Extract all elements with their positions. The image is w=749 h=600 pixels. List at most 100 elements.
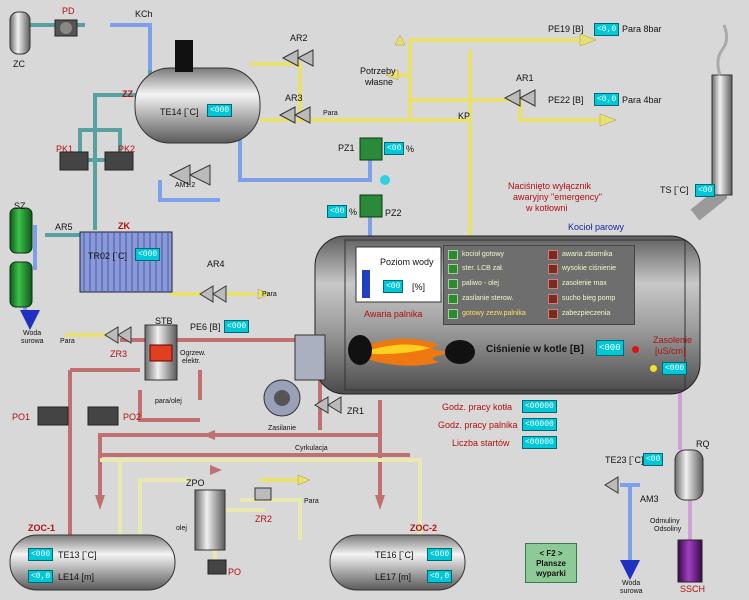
label-ar2: AR2	[290, 33, 308, 43]
label-te13: TE13 [`C]	[58, 550, 97, 560]
led-gotowy-zezw	[448, 309, 458, 319]
label-zasilanie: Zasilanie	[268, 425, 297, 432]
label-ssch: SSCH	[680, 584, 706, 594]
label-poziom: Poziom wody	[380, 257, 434, 267]
label-woda2b: surowa	[620, 588, 643, 595]
ind-l4: gotowy zezw.palnika	[462, 310, 526, 317]
ind-r2: zasolenie max	[562, 280, 607, 287]
value-pe6: <000	[224, 320, 250, 333]
label-godz-kotla: Godz. pracy kotła	[442, 402, 513, 412]
value-le14: <0,0	[28, 570, 54, 583]
ind-l1: ster. LCB zał.	[462, 265, 504, 272]
led-zabezpieczenia	[548, 309, 558, 319]
label-potrzeby: Potrzeby	[360, 66, 396, 76]
label-awaria: Awaria palnika	[364, 309, 423, 319]
emergency-line1: Naciśnięto wyłącznik	[508, 181, 592, 191]
label-ar3: AR3	[285, 93, 303, 103]
led-zasolenie-max	[548, 279, 558, 289]
ind-l2: paliwo - olej	[462, 280, 499, 287]
label-le14: LE14 [m]	[58, 572, 95, 582]
label-ar5: AR5	[55, 222, 73, 232]
label-para-stb: Para	[60, 338, 75, 345]
label-ar4: AR4	[207, 259, 225, 269]
pressure-alarm-indicator	[632, 346, 639, 353]
label-sz: SZ	[14, 201, 26, 211]
value-tr02: <000	[135, 248, 161, 261]
value-te16: <000	[427, 548, 453, 561]
label-wlasne: własne	[365, 77, 394, 87]
label-zoc1: ZOC-1	[28, 523, 55, 533]
label-para8: Para 8bar	[622, 24, 662, 34]
ind-r1: wysokie ciśnienie	[562, 265, 617, 272]
button-line1: < F2 >	[539, 549, 563, 558]
label-rq: RQ	[696, 439, 710, 449]
label-zasolenie: Zasolenie	[653, 335, 693, 345]
label-kch: KCh	[135, 9, 153, 19]
label-pz1-unit: %	[406, 144, 415, 154]
label-cisnienie: Ciśnienie w kotle [B]	[486, 344, 584, 355]
label-kp: KP	[458, 111, 471, 121]
value-godz-kotla: <00000	[522, 400, 557, 413]
value-godz-palnika: <00000	[522, 418, 557, 431]
alarm-panel: kocioł gotowy ster. LCB zał. paliwo - ol…	[443, 245, 635, 325]
ind-l0: kocioł gotowy	[462, 251, 505, 258]
value-ts: <00	[695, 184, 716, 197]
label-ogrzew: Ogrzew.	[180, 350, 206, 357]
label-zr1: ZR1	[347, 406, 365, 416]
value-poziom: <00	[383, 280, 404, 293]
label-kociol: Kocioł parowy	[568, 222, 625, 232]
label-pe22: PE22 [B]	[548, 95, 584, 105]
value-te23: <00	[643, 453, 664, 466]
led-awaria-zbiornika	[548, 250, 558, 260]
ind-r0: awaria zbiornika	[562, 251, 613, 258]
label-pz1: PZ1	[338, 143, 355, 153]
value-le17: <0,0	[427, 570, 453, 583]
label-am3: AM3	[640, 494, 659, 504]
label-pe6: PE6 [B]	[190, 322, 221, 332]
label-para-olej: para/olej	[155, 398, 182, 405]
label-po2: PO2	[123, 412, 142, 422]
label-olej: olej	[176, 525, 187, 532]
label-zk: ZK	[118, 221, 130, 231]
label-tr02: TR02 [`C]	[88, 251, 128, 261]
value-pe22: <0,0	[594, 93, 620, 106]
label-odmuliny: Odmuliny	[650, 518, 680, 525]
label-ar1: AR1	[516, 73, 534, 83]
label-cyrkulacja: Cyrkulacja	[295, 445, 328, 452]
label-para-ar3: Para	[323, 110, 338, 117]
value-pe19: <0,0	[594, 23, 620, 36]
label-po: PO	[228, 567, 242, 577]
emergency-line2: awaryjny "emergency"	[513, 192, 602, 202]
label-para4: Para 4bar	[622, 95, 662, 105]
button-line3: wyparki	[536, 569, 566, 578]
emergency-line3: w kotłowni	[526, 203, 568, 213]
label-odsoliny: Odsoliny	[654, 526, 682, 533]
ind-l3: zasilanie sterow.	[462, 295, 514, 302]
led-kociol-gotowy	[448, 250, 458, 260]
label-po1: PO1	[12, 412, 31, 422]
value-te14: <000	[207, 104, 233, 117]
label-zr3: ZR3	[110, 349, 128, 359]
label-zz: ZZ	[122, 89, 133, 99]
label-woda1: Woda	[23, 330, 42, 337]
label-godz-palnika: Godz. pracy palnika	[438, 420, 518, 430]
label-pz2: PZ2	[385, 208, 402, 218]
salinity-indicator	[650, 365, 657, 372]
label-para-zr2: Para	[304, 498, 319, 505]
led-zasilanie	[448, 294, 458, 304]
value-pz1: <00	[384, 142, 405, 155]
label-pe19: PE19 [B]	[548, 24, 584, 34]
label-zasolenie-unit: [uS/cm]	[655, 346, 686, 356]
label-am12: AM1.2	[175, 182, 196, 189]
led-wysokie-cisnienie	[548, 264, 558, 274]
value-zasolenie: <000	[662, 362, 688, 375]
label-poziom-unit: [%]	[412, 282, 426, 292]
plansze-wyparki-button[interactable]: < F2 > Plansze wyparki	[525, 543, 577, 583]
label-woda2: Woda	[622, 580, 641, 587]
label-pd: PD	[62, 6, 75, 16]
label-elektr: elektr.	[182, 358, 201, 365]
ind-r4: zabezpieczenia	[562, 310, 611, 317]
led-paliwo	[448, 279, 458, 289]
label-le17: LE17 [m]	[375, 572, 412, 582]
led-ster-lcb	[448, 264, 458, 274]
